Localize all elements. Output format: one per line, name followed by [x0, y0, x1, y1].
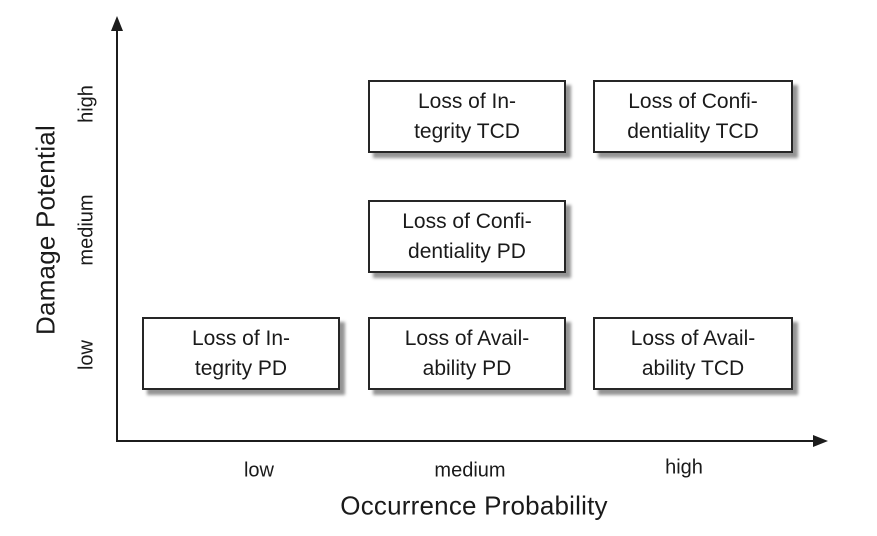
box-label-line: tegrity TCD	[414, 119, 520, 143]
box-loss-of-confidentiality-tcd: Loss of Confi- dentiality TCD	[593, 80, 793, 153]
box-label-line: ability TCD	[641, 356, 745, 380]
box-label-line: Loss of Confi-	[402, 209, 532, 233]
box-loss-of-confidentiality-pd: Loss of Confi- dentiality PD	[368, 200, 566, 273]
y-axis-title: Damage Potential	[30, 125, 61, 335]
box-loss-of-integrity-pd: Loss of In- tegrity PD	[142, 317, 340, 390]
box-label-line: tegrity PD	[194, 356, 288, 380]
box-label-line: ability PD	[422, 356, 512, 380]
x-axis-arrowhead-icon	[813, 435, 828, 447]
x-tick-medium: medium	[434, 459, 506, 482]
x-tick-low: low	[243, 459, 275, 482]
y-tick-low: low	[75, 339, 98, 371]
x-axis-line	[116, 440, 816, 442]
box-label-line: Loss of Avail-	[630, 326, 756, 350]
box-label-line: dentiality PD	[408, 239, 526, 263]
box-label-line: dentiality TCD	[627, 119, 759, 143]
y-tick-medium: medium	[75, 194, 98, 266]
y-axis-line	[116, 22, 118, 442]
box-loss-of-integrity-tcd: Loss of In- tegrity TCD	[368, 80, 566, 153]
box-loss-of-availability-pd: Loss of Avail- ability PD	[368, 317, 566, 390]
box-label-line: Loss of In-	[417, 89, 517, 113]
box-label-line: Loss of Avail-	[404, 326, 530, 350]
box-loss-of-availability-tcd: Loss of Avail- ability TCD	[593, 317, 793, 390]
x-tick-high: high	[665, 456, 703, 479]
box-label-line: Loss of Confi-	[628, 89, 758, 113]
y-axis-arrowhead-icon	[111, 16, 123, 31]
x-axis-title: Occurrence Probability	[340, 490, 608, 521]
box-label-line: Loss of In-	[191, 326, 291, 350]
y-tick-high: high	[75, 85, 98, 123]
